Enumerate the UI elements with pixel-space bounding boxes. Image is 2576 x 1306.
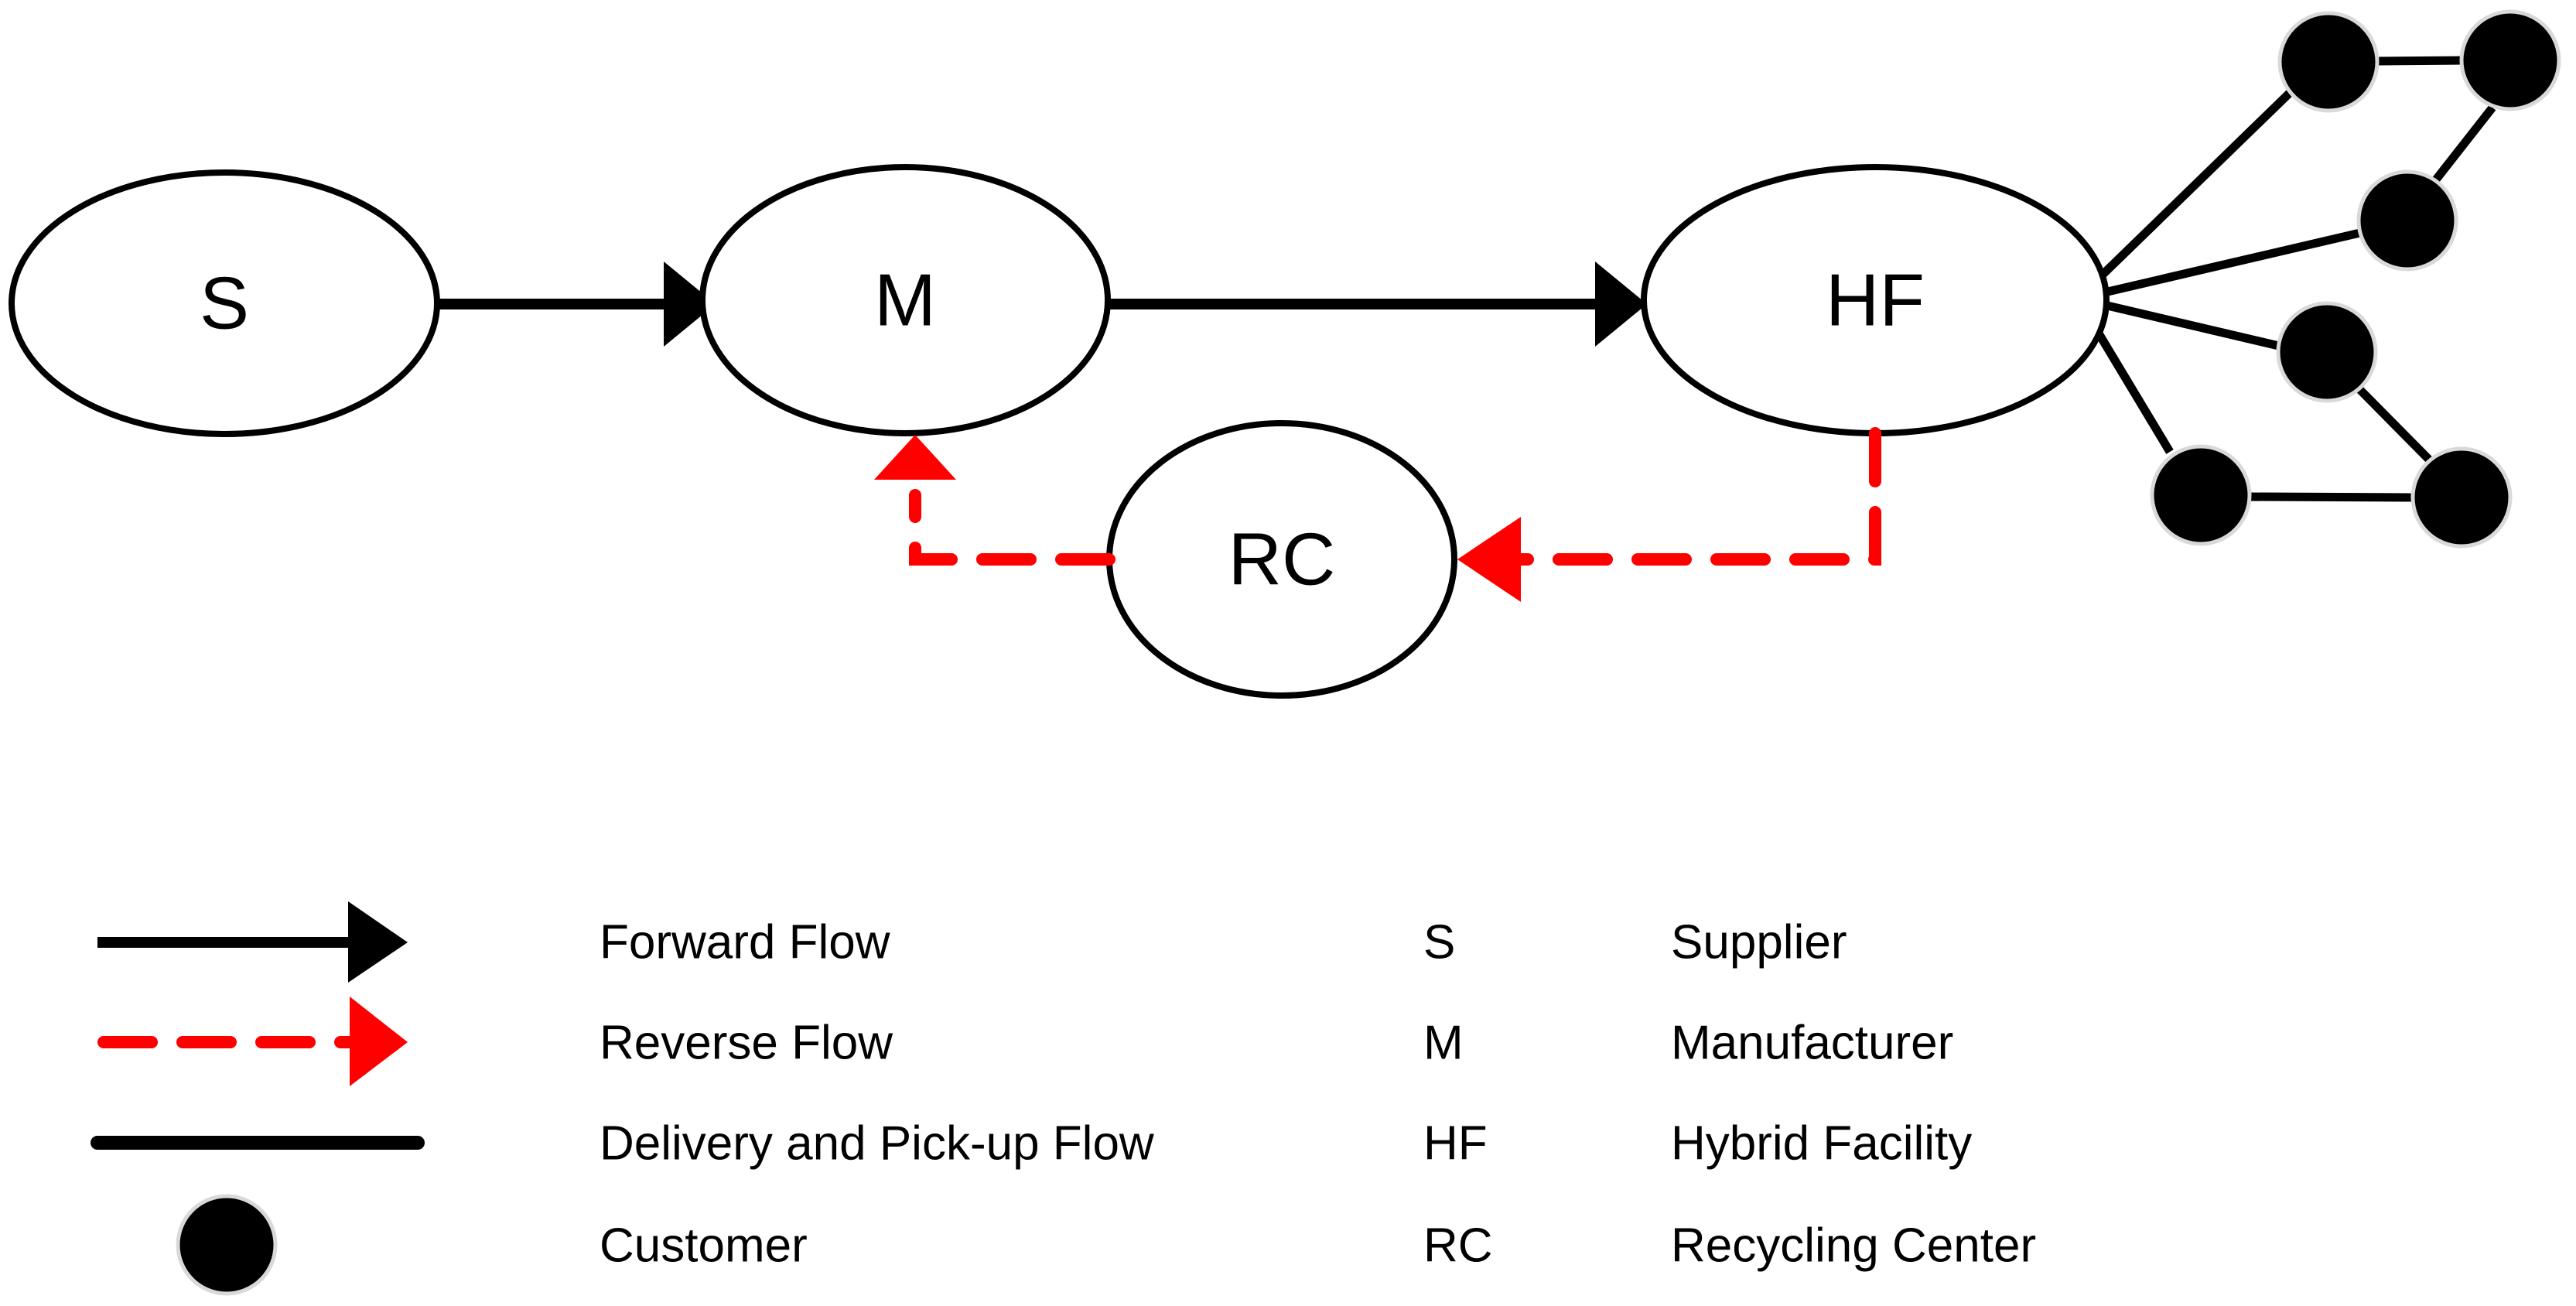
reverse-edge-hf-to-rc [1457,427,1881,602]
abbreviation-row-manufacturer[interactable]: M Manufacturer [1423,1017,1953,1070]
abbreviation-key-supplier: S [1423,916,1455,969]
forward-arrow-icon [97,901,408,983]
customer-node-c1[interactable] [2277,11,2380,113]
legend-label-delivery-flow: Delivery and Pick-up Flow [600,1117,1154,1171]
customer-node-c6[interactable] [2410,446,2513,549]
reverse-edge-rc-to-m-arrowhead [874,435,956,480]
forward-edge-s-to-m [435,262,716,347]
node-recycling-center-label: RC [1228,518,1336,601]
forward-edge-m-to-hf [1106,262,1647,347]
legend-label-reverse-flow: Reverse Flow [600,1017,893,1070]
node-hybrid-facility[interactable]: HF [1641,164,2110,436]
node-manufacturer[interactable]: M [699,164,1111,436]
legend-row-forward-flow[interactable]: Forward Flow [97,901,890,983]
abbreviation-meaning-hybrid-facility: Hybrid Facility [1671,1117,1972,1171]
node-hybrid-facility-label: HF [1826,259,1925,342]
delivery-edge-hf-c1 [2075,88,2294,302]
abbreviation-key-manufacturer: M [1423,1017,1464,1070]
facility-nodes-group: S M HF RC [9,164,2110,699]
abbreviation-key-hybrid-facility: HF [1423,1117,1488,1171]
customer-node-c4[interactable] [2276,301,2378,403]
delivery-edge-hf-c3 [2076,227,2365,303]
customer-nodes-group [2150,9,2561,549]
abbreviation-meaning-supplier: Supplier [1671,916,1847,969]
reverse-edge-rc-to-m [874,435,1115,566]
delivery-edge-c2-c3 [2430,104,2496,186]
legend-row-customer[interactable]: Customer [176,1194,808,1296]
abbreviation-list: S Supplier M Manufacturer HF Hybrid Faci… [1423,916,2036,1273]
node-manufacturer-label: M [874,259,936,342]
node-recycling-center[interactable]: RC [1106,420,1457,699]
customer-node-c3[interactable] [2356,169,2458,272]
legend-label-forward-flow: Forward Flow [600,916,890,969]
forward-arrow-icon-head [348,901,408,983]
customer-node-c5[interactable] [2150,444,2252,546]
abbreviation-meaning-recycling-center: Recycling Center [1671,1219,2036,1273]
legend-row-reverse-flow[interactable]: Reverse Flow [97,997,893,1086]
customer-dot-icon [176,1194,278,1296]
abbreviation-meaning-manufacturer: Manufacturer [1671,1017,1953,1070]
customer-node-c2[interactable] [2459,9,2561,111]
abbreviation-row-recycling-center[interactable]: RC Recycling Center [1423,1219,2036,1273]
abbreviation-row-hybrid-facility[interactable]: HF Hybrid Facility [1423,1117,1972,1171]
reverse-arrow-icon [97,997,408,1086]
legend-label-customer: Customer [600,1219,808,1273]
legend: Forward Flow Reverse Flow Delivery and P… [91,901,1154,1296]
node-manufacturer-shape[interactable] [699,164,1111,436]
delivery-edge-c1-c2 [2376,56,2463,66]
reverse-edge-hf-to-rc-arrowhead [1457,517,1521,602]
reverse-arrow-icon-head [350,997,408,1086]
reverse-edge-rc-to-m-path [909,489,1115,566]
reverse-edge-hf-to-rc-path [1512,427,1881,566]
delivery-edge-c4-c6 [2356,386,2434,464]
abbreviation-row-supplier[interactable]: S Supplier [1423,916,1847,969]
abbreviation-key-recycling-center: RC [1423,1219,1493,1273]
delivery-flow-group [2074,56,2496,502]
delivery-edge-hf-c4 [2076,294,2284,351]
legend-row-delivery-flow[interactable]: Delivery and Pick-up Flow [91,1117,1154,1171]
forward-edge-s-to-m-arrowhead [664,262,716,347]
node-supplier-shape[interactable] [9,169,440,437]
node-supplier[interactable]: S [9,169,440,437]
node-supplier-label: S [200,262,249,345]
forward-edge-m-to-hf-arrowhead [1595,262,1647,347]
